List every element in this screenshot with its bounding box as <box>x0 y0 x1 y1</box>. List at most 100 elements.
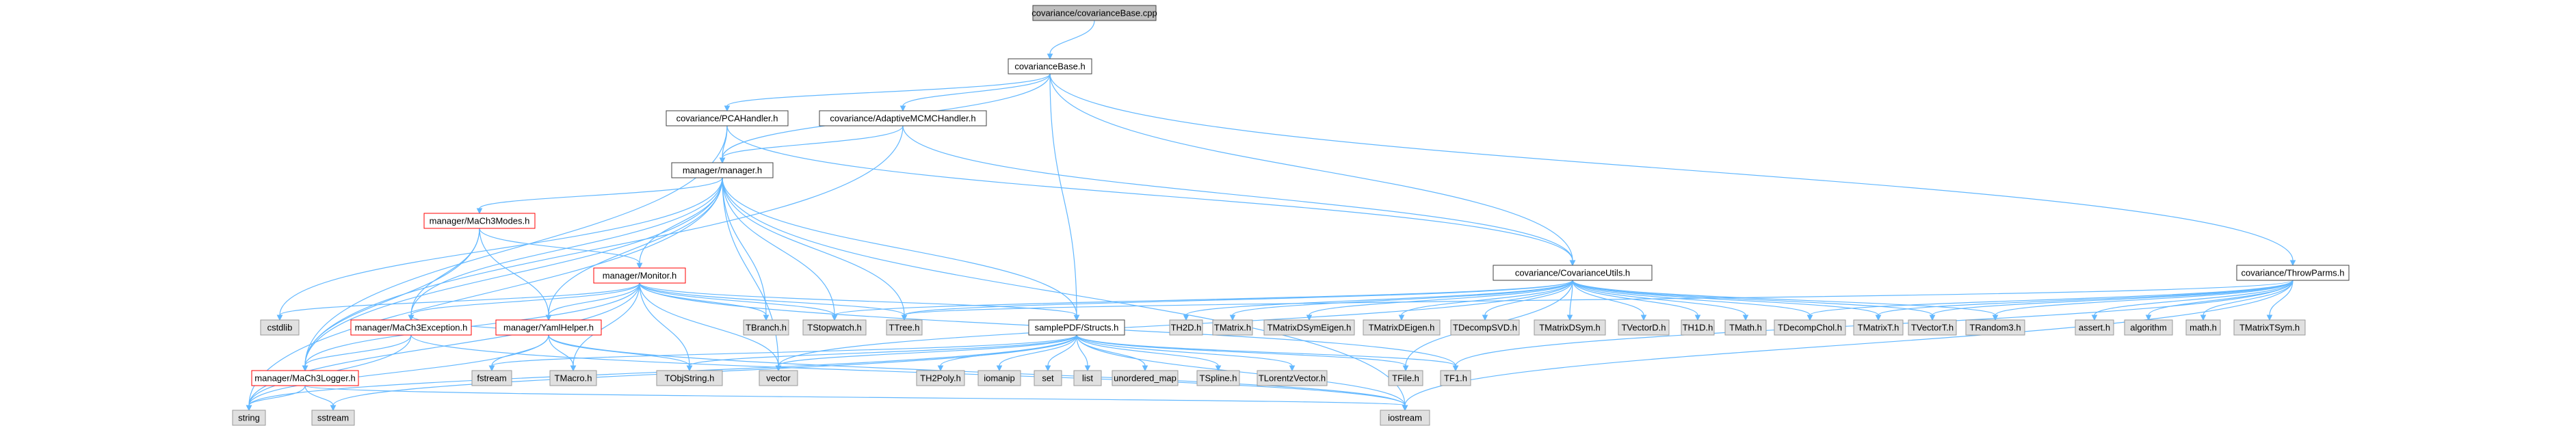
edge-throwParms-to-assert <box>2091 280 2294 321</box>
node-label: TMath.h <box>1729 322 1762 332</box>
edge-manager-to-TTree <box>722 177 908 321</box>
node-box <box>1363 319 1441 336</box>
node-covariance-pcahandler-h[interactable]: covariance/PCAHandler.h <box>666 110 789 126</box>
node-tmatrixdsymeigen-h: TMatrixDSymEigen.h <box>1263 319 1355 336</box>
node-unordered-map: unordered_map <box>1112 370 1179 386</box>
node-label: covariance/ThrowParms.h <box>2242 267 2345 278</box>
node-label: covariance/covarianceBase.cpp <box>1031 8 1157 18</box>
node-box <box>350 319 472 336</box>
edge-covUtils-to-TRandom3 <box>1572 280 1999 321</box>
node-covariance-covarianceutils-h[interactable]: covariance/CovarianceUtils.h <box>1493 265 1653 281</box>
node-box <box>759 370 798 386</box>
node-fstream: fstream <box>471 370 512 386</box>
node-label: list <box>1082 373 1093 383</box>
node-box <box>1440 370 1471 386</box>
node-box <box>1008 58 1092 75</box>
node-samplepdf-structs-h[interactable]: samplePDF/Structs.h <box>1028 319 1125 336</box>
node-box <box>1032 5 1157 21</box>
node-manager-mach3exception-h[interactable]: manager/MaCh3Exception.h <box>350 319 472 336</box>
nodes-layer: covariance/covarianceBase.cpp covarianceB… <box>232 5 2350 426</box>
node-manager-manager-h[interactable]: manager/manager.h <box>671 162 774 178</box>
node-label: TDecompSVD.h <box>1453 322 1517 332</box>
node-box <box>819 110 987 126</box>
node-box <box>2185 319 2221 336</box>
node-label: manager/MaCh3Logger.h <box>254 373 355 383</box>
edge-structs-to-TFile <box>1076 334 1409 372</box>
node-box <box>495 319 602 336</box>
edge-amcmc-to-manager <box>719 125 904 164</box>
node-label: TMatrixT.h <box>1858 322 1900 332</box>
node-algorithm: algorithm <box>2124 319 2173 336</box>
edge-covUtils-to-TMatrix <box>1229 280 1573 321</box>
edge-structs-to-set <box>1044 334 1077 372</box>
node-label: manager/Monitor.h <box>603 270 676 280</box>
node-label: iostream <box>1388 412 1422 423</box>
edge-covBaseH-to-amcmc <box>899 73 1051 112</box>
node-manager-monitor-h[interactable]: manager/Monitor.h <box>593 267 686 284</box>
node-covariance-throwparms-h[interactable]: covariance/ThrowParms.h <box>2236 265 2350 281</box>
node-iostream: iostream <box>1380 410 1430 426</box>
node-manager-mach3modes-h[interactable]: manager/MaCh3Modes.h <box>423 213 536 229</box>
node-label: covarianceBase.h <box>1014 61 1085 71</box>
node-label: TVectorT.h <box>1911 322 1954 332</box>
node-label: manager/MaCh3Modes.h <box>430 215 530 226</box>
node-tmath-h: TMath.h <box>1724 319 1767 336</box>
edge-throwParms-to-TDecompChol <box>1806 280 2294 321</box>
node-label: cstdlib <box>267 322 293 332</box>
node-covariance-covariancebase-cpp[interactable]: covariance/covarianceBase.cpp <box>1031 5 1157 21</box>
node-box <box>743 319 789 336</box>
node-tmatrixdsym-h: TMatrixDSym.h <box>1534 319 1606 336</box>
node-label: TH2Poly.h <box>920 373 961 383</box>
node-box <box>916 370 965 386</box>
node-label: TMatrixTSym.h <box>2239 322 2300 332</box>
node-label: TStopwatch.h <box>807 322 862 332</box>
edge-covUtils-to-TMatrixT <box>1572 280 1882 321</box>
node-trandom3-h: TRandom3.h <box>1965 319 2025 336</box>
node-tmatrixtsym-h: TMatrixTSym.h <box>2233 319 2306 336</box>
node-manager-mach3logger-h[interactable]: manager/MaCh3Logger.h <box>251 370 359 386</box>
edge-structs-to-TF1 <box>1076 334 1459 372</box>
edge-throwParms-to-TTree <box>901 280 2294 321</box>
edge-throwParms-to-TMatrixT <box>1875 280 2294 321</box>
edge-covBaseH-to-structs <box>1049 73 1080 321</box>
node-box <box>260 319 300 336</box>
edge-structs-to-TLorentzVector <box>1076 334 1296 372</box>
node-box <box>1257 370 1328 386</box>
node-label: TLorentzVector.h <box>1259 373 1326 383</box>
node-tspline-h: TSpline.h <box>1196 370 1240 386</box>
node-covariancebase-h[interactable]: covarianceBase.h <box>1008 58 1092 75</box>
node-label: TMatrix.h <box>1214 322 1251 332</box>
node-tmatrixt-h: TMatrixT.h <box>1853 319 1904 336</box>
node-label: manager/MaCh3Exception.h <box>355 322 468 332</box>
node-box <box>1450 319 1520 336</box>
edge-throwParms-to-TMatrixTSym <box>2266 280 2294 321</box>
edge-throwParms-to-TRandom3 <box>1992 280 2294 321</box>
node-box <box>886 319 923 336</box>
node-label: covariance/AdaptiveMCMCHandler.h <box>830 113 975 123</box>
node-label: vector <box>766 373 791 383</box>
node-covariance-adaptivemcmchandler-h[interactable]: covariance/AdaptiveMCMCHandler.h <box>819 110 987 126</box>
node-label: TRandom3.h <box>1969 322 2021 332</box>
node-box <box>802 319 867 336</box>
node-box <box>1724 319 1767 336</box>
edge-manager-to-modes <box>476 177 723 215</box>
node-box <box>1965 319 2025 336</box>
node-box <box>2233 319 2306 336</box>
edge-throwParms-to-mathh <box>2200 280 2294 321</box>
node-iomanip: iomanip <box>977 370 1021 386</box>
node-set: set <box>1034 370 1062 386</box>
edge-manager-to-TBranch <box>722 177 770 321</box>
edge-structs-to-TObjString <box>686 334 1077 372</box>
node-label: assert.h <box>2079 322 2110 332</box>
node-label: TF1.h <box>1444 373 1467 383</box>
node-label: TFile.h <box>1392 373 1419 383</box>
node-label: TTree.h <box>889 322 919 332</box>
node-tbranch-h: TBranch.h <box>743 319 789 336</box>
node-manager-yamlhelper-h[interactable]: manager/YamlHelper.h <box>495 319 602 336</box>
edge-covUtils-to-TH1D <box>1572 280 1701 321</box>
node-box <box>232 410 266 426</box>
edge-root-to-covBaseH <box>1047 20 1095 60</box>
node-tfile-h: TFile.h <box>1388 370 1423 386</box>
node-label: covariance/CovarianceUtils.h <box>1515 267 1630 278</box>
node-box <box>656 370 723 386</box>
